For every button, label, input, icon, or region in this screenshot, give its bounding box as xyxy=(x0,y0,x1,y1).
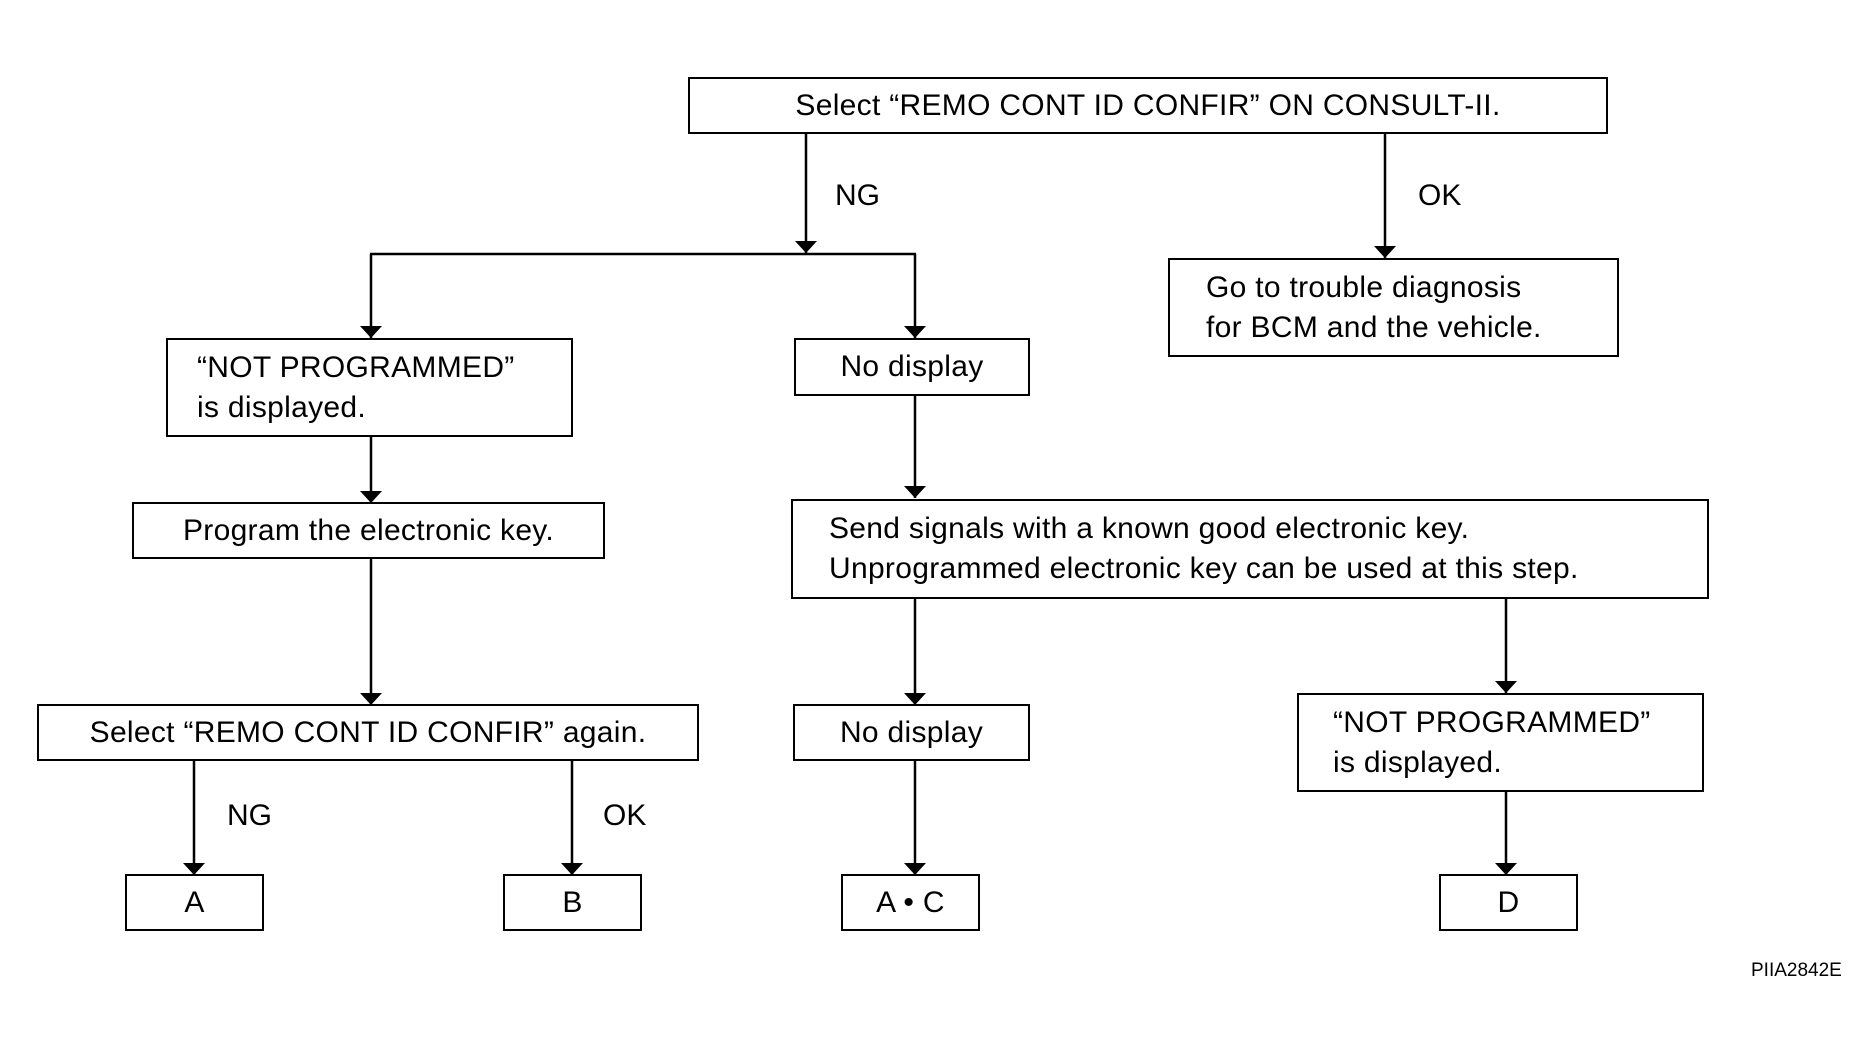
ok-label-top: OK xyxy=(1418,179,1462,212)
result-a-box: A xyxy=(125,874,264,931)
ok-label-bottom: OK xyxy=(603,799,647,832)
select-again-text: Select “REMO CONT ID CONFIR” again. xyxy=(89,715,647,749)
start-text: Select “REMO CONT ID CONFIR” ON CONSULT-… xyxy=(795,88,1501,122)
result-ac-text: A • C xyxy=(876,885,945,919)
no-display-2-text: No display xyxy=(839,715,984,749)
no-display-box-1: No display xyxy=(794,338,1030,396)
result-d-text: D xyxy=(1497,885,1520,919)
select-again-box: Select “REMO CONT ID CONFIR” again. xyxy=(37,704,699,761)
no-display-1-text: No display xyxy=(840,350,984,383)
not-programmed-2-line-2: is displayed. xyxy=(1333,745,1502,779)
start-box: Select “REMO CONT ID CONFIR” ON CONSULT-… xyxy=(688,77,1608,134)
not-programmed-box-1: “NOT PROGRAMMED” is displayed. xyxy=(166,338,573,437)
send-signals-box: Send signals with a known good electroni… xyxy=(791,499,1709,599)
result-ac-box: A • C xyxy=(841,874,980,931)
program-key-box: Program the electronic key. xyxy=(132,502,605,559)
ng-label-top: NG xyxy=(835,179,880,212)
no-display-box-2: No display xyxy=(793,704,1030,761)
program-key-text: Program the electronic key. xyxy=(182,513,555,547)
send-signals-line-1: Send signals with a known good electroni… xyxy=(829,512,1470,545)
go-trouble-line-1: Go to trouble diagnosis xyxy=(1206,270,1522,304)
not-programmed-2-line-1: “NOT PROGRAMMED” xyxy=(1333,705,1651,739)
send-signals-line-2: Unprogrammed electronic key can be used … xyxy=(829,552,1579,585)
ng-label-bottom: NG xyxy=(227,799,272,832)
go-trouble-diagnosis-box: Go to trouble diagnosis for BCM and the … xyxy=(1168,258,1619,357)
result-b-box: B xyxy=(503,874,642,931)
go-trouble-line-2: for BCM and the vehicle. xyxy=(1206,310,1542,344)
not-programmed-1-line-1: “NOT PROGRAMMED” xyxy=(197,350,515,384)
result-b-text: B xyxy=(562,885,583,919)
not-programmed-1-line-2: is displayed. xyxy=(197,390,366,424)
not-programmed-box-2: “NOT PROGRAMMED” is displayed. xyxy=(1297,693,1704,792)
figure-code: PIIA2842E xyxy=(1751,960,1842,981)
result-d-box: D xyxy=(1439,874,1578,931)
result-a-text: A xyxy=(184,885,205,919)
